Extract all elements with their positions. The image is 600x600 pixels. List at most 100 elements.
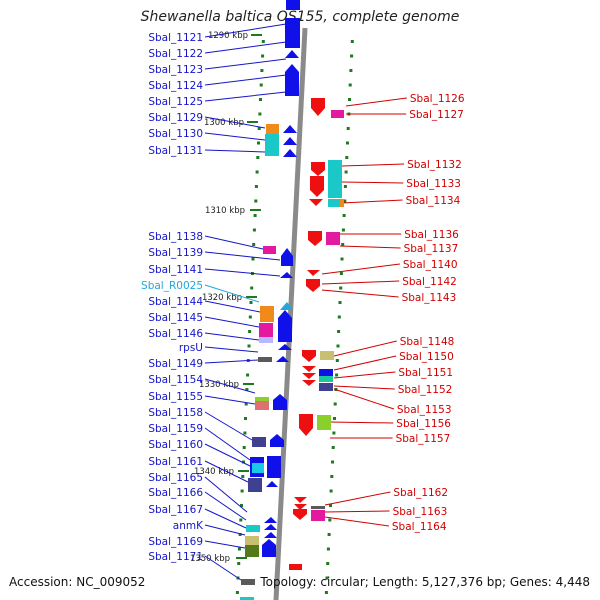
gene-arrow[interactable]	[283, 149, 297, 157]
gene-label[interactable]: Sbal_1164	[392, 521, 447, 533]
gene-block[interactable]	[255, 397, 269, 401]
gene-block[interactable]	[319, 383, 333, 391]
gene-label[interactable]: Sbal_1130	[148, 128, 203, 140]
gene-arrow[interactable]	[285, 32, 300, 40]
gene-label[interactable]: Sbal_1123	[148, 64, 203, 76]
gene-block[interactable]	[319, 369, 333, 376]
gene-label[interactable]: Sbal_1157	[396, 433, 451, 445]
gene-label[interactable]: Sbal_1163	[393, 506, 448, 518]
gene-arrow[interactable]	[285, 64, 299, 96]
gene-block[interactable]	[241, 579, 255, 585]
gene-block[interactable]	[340, 199, 344, 207]
gene-label[interactable]: Sbal_1127	[409, 109, 464, 121]
gene-arrow[interactable]	[309, 199, 323, 206]
gene-arrow[interactable]	[294, 497, 307, 503]
gene-label[interactable]: Sbal_1160	[148, 439, 203, 451]
gene-block[interactable]	[252, 463, 264, 473]
gene-label[interactable]: Sbal_1144	[148, 296, 203, 308]
gene-label[interactable]: Sbal_1136	[404, 229, 459, 241]
gene-arrow[interactable]	[278, 344, 292, 350]
gene-block[interactable]	[326, 232, 340, 245]
gene-label[interactable]: Sbal_1161	[148, 456, 203, 468]
gene-label[interactable]: rpsU	[179, 342, 203, 354]
gene-label[interactable]: Sbal_1169	[148, 536, 203, 548]
gene-arrow[interactable]	[311, 98, 325, 116]
gene-block[interactable]	[267, 456, 281, 478]
gene-arrow[interactable]	[306, 279, 320, 292]
gene-label[interactable]: Sbal_1150	[399, 351, 454, 363]
gene-arrow[interactable]	[310, 176, 324, 197]
gene-label[interactable]: Sbal_1146	[148, 328, 203, 340]
gene-block[interactable]	[240, 597, 254, 600]
gene-label[interactable]: Sbal_1121	[148, 32, 203, 44]
gene-arrow[interactable]	[276, 356, 289, 362]
gene-arrow[interactable]	[273, 394, 287, 410]
gene-label[interactable]: Sbal_1152	[398, 384, 453, 396]
gene-label[interactable]: Sbal_1132	[407, 159, 462, 171]
gene-block[interactable]	[245, 545, 259, 557]
gene-label[interactable]: Sbal_1133	[406, 178, 461, 190]
gene-label[interactable]: Sbal_1148	[400, 336, 455, 348]
gene-label[interactable]: Sbal_1139	[148, 247, 203, 259]
gene-arrow[interactable]	[280, 272, 293, 278]
gene-block[interactable]	[311, 506, 325, 509]
gene-arrow[interactable]	[264, 532, 277, 538]
gene-arrow[interactable]	[302, 373, 316, 379]
gene-label[interactable]: Sbal_1149	[148, 358, 203, 370]
gene-block[interactable]	[245, 536, 259, 545]
gene-label[interactable]: Sbal_1124	[148, 80, 203, 92]
gene-block[interactable]	[255, 401, 269, 410]
gene-arrow[interactable]	[281, 248, 293, 266]
gene-block[interactable]	[320, 351, 334, 360]
gene-label[interactable]: Sbal_1138	[148, 231, 203, 243]
gene-label[interactable]: Sbal_1125	[148, 96, 203, 108]
gene-block[interactable]	[265, 134, 279, 156]
gene-label[interactable]: anmK	[173, 520, 204, 532]
gene-arrow[interactable]	[270, 434, 284, 447]
gene-block[interactable]	[260, 306, 274, 322]
gene-label[interactable]: Sbal_1158	[148, 407, 203, 419]
gene-arrow[interactable]	[283, 125, 297, 133]
gene-arrow[interactable]	[302, 350, 316, 362]
gene-arrow[interactable]	[302, 380, 316, 386]
gene-label[interactable]: Sbal_1167	[148, 504, 203, 516]
gene-block[interactable]	[328, 199, 340, 207]
gene-arrow[interactable]	[294, 504, 307, 510]
gene-block[interactable]	[246, 525, 260, 532]
gene-label[interactable]: Sbal_1140	[403, 259, 458, 271]
gene-label[interactable]: Sbal_1153	[397, 404, 452, 416]
gene-arrow[interactable]	[308, 231, 322, 246]
gene-block[interactable]	[259, 337, 273, 343]
gene-label[interactable]: Sbal_1145	[148, 312, 203, 324]
gene-label[interactable]: Sbal_1142	[402, 276, 457, 288]
gene-label[interactable]: Sbal_1137	[404, 243, 459, 255]
gene-arrow[interactable]	[264, 517, 277, 523]
gene-label[interactable]: Sbal_1129	[148, 112, 203, 124]
gene-label[interactable]: Sbal_1171	[148, 551, 203, 563]
gene-arrow[interactable]	[293, 509, 307, 520]
gene-block[interactable]	[289, 564, 302, 570]
gene-block[interactable]	[266, 124, 279, 134]
gene-arrow[interactable]	[299, 414, 313, 436]
gene-arrow[interactable]	[302, 366, 316, 372]
gene-arrow[interactable]	[311, 162, 325, 176]
gene-block[interactable]	[319, 376, 333, 382]
gene-label[interactable]: Sbal_1126	[410, 93, 465, 105]
gene-label[interactable]: Sbal_1165	[148, 472, 203, 484]
gene-arrow[interactable]	[266, 481, 278, 487]
gene-arrow[interactable]	[285, 50, 299, 58]
gene-block[interactable]	[259, 323, 273, 337]
gene-label[interactable]: Sbal_R0025	[141, 280, 203, 292]
gene-block[interactable]	[317, 415, 331, 430]
gene-label[interactable]: Sbal_1156	[396, 418, 451, 430]
gene-label[interactable]: Sbal_1166	[148, 487, 203, 499]
gene-label[interactable]: Sbal_1131	[148, 145, 203, 157]
gene-arrow[interactable]	[286, 0, 300, 10]
gene-label[interactable]: Sbal_1151	[398, 367, 453, 379]
gene-arrow[interactable]	[264, 524, 277, 530]
gene-block[interactable]	[252, 437, 266, 447]
gene-block[interactable]	[331, 110, 344, 118]
gene-block[interactable]	[258, 357, 272, 362]
gene-block[interactable]	[328, 160, 342, 198]
gene-arrow[interactable]	[262, 539, 276, 557]
